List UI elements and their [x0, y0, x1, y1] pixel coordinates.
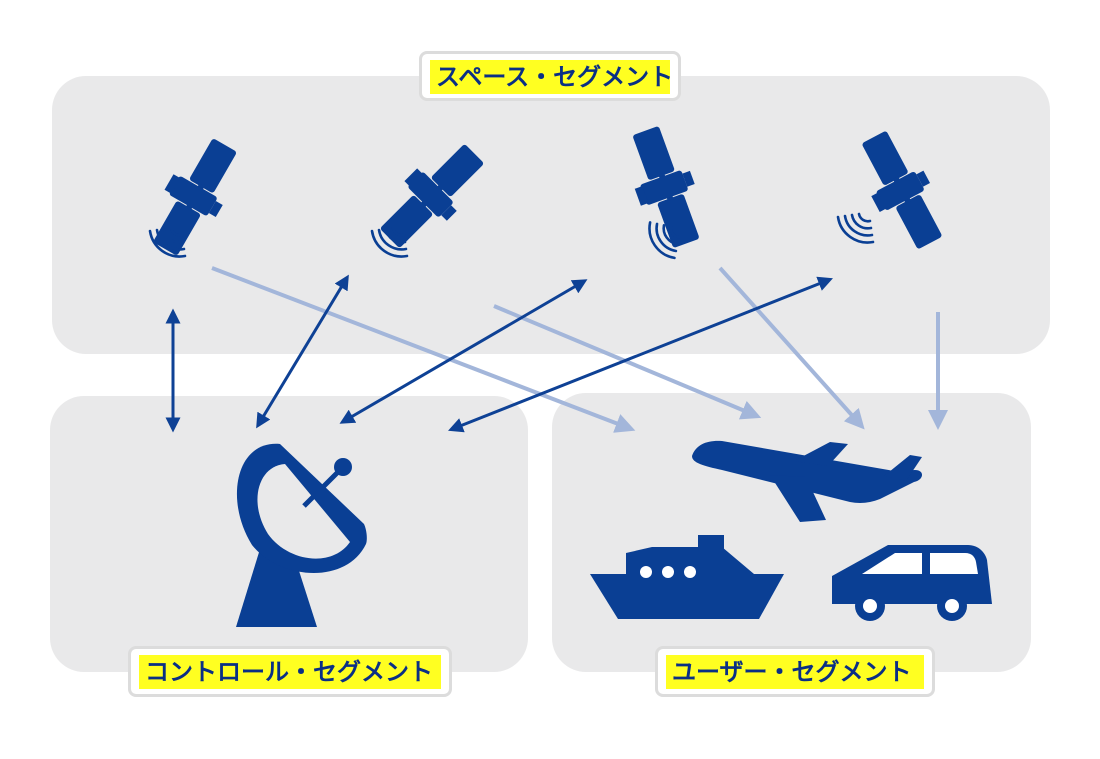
space-segment-label: スペース・セグメント: [419, 51, 681, 101]
signal-arrows: [211, 266, 948, 433]
space-segment-label-text: スペース・セグメント: [430, 60, 673, 94]
car-icon: [832, 545, 992, 621]
control-arrow: [448, 276, 833, 433]
signal-arrow: [718, 266, 865, 430]
user-segment-label: ユーザー・セグメント: [655, 646, 935, 697]
control-arrow: [339, 279, 588, 424]
satellite-icon: [847, 123, 955, 258]
control-segment-label: コントロール・セグメント: [128, 646, 452, 697]
signal-waves-icon: [836, 212, 875, 244]
user-segment-label-text: ユーザー・セグメント: [666, 655, 924, 689]
airplane-icon: [692, 440, 923, 522]
control-segment-label-text: コントロール・セグメント: [139, 655, 441, 689]
satellite-icon: [368, 132, 495, 259]
control-arrow: [256, 274, 349, 429]
ship-icon: [590, 535, 784, 619]
user-segment-panel: [552, 393, 1031, 672]
satellite-dish-icon: [236, 443, 367, 627]
control-arrows: [165, 274, 833, 433]
